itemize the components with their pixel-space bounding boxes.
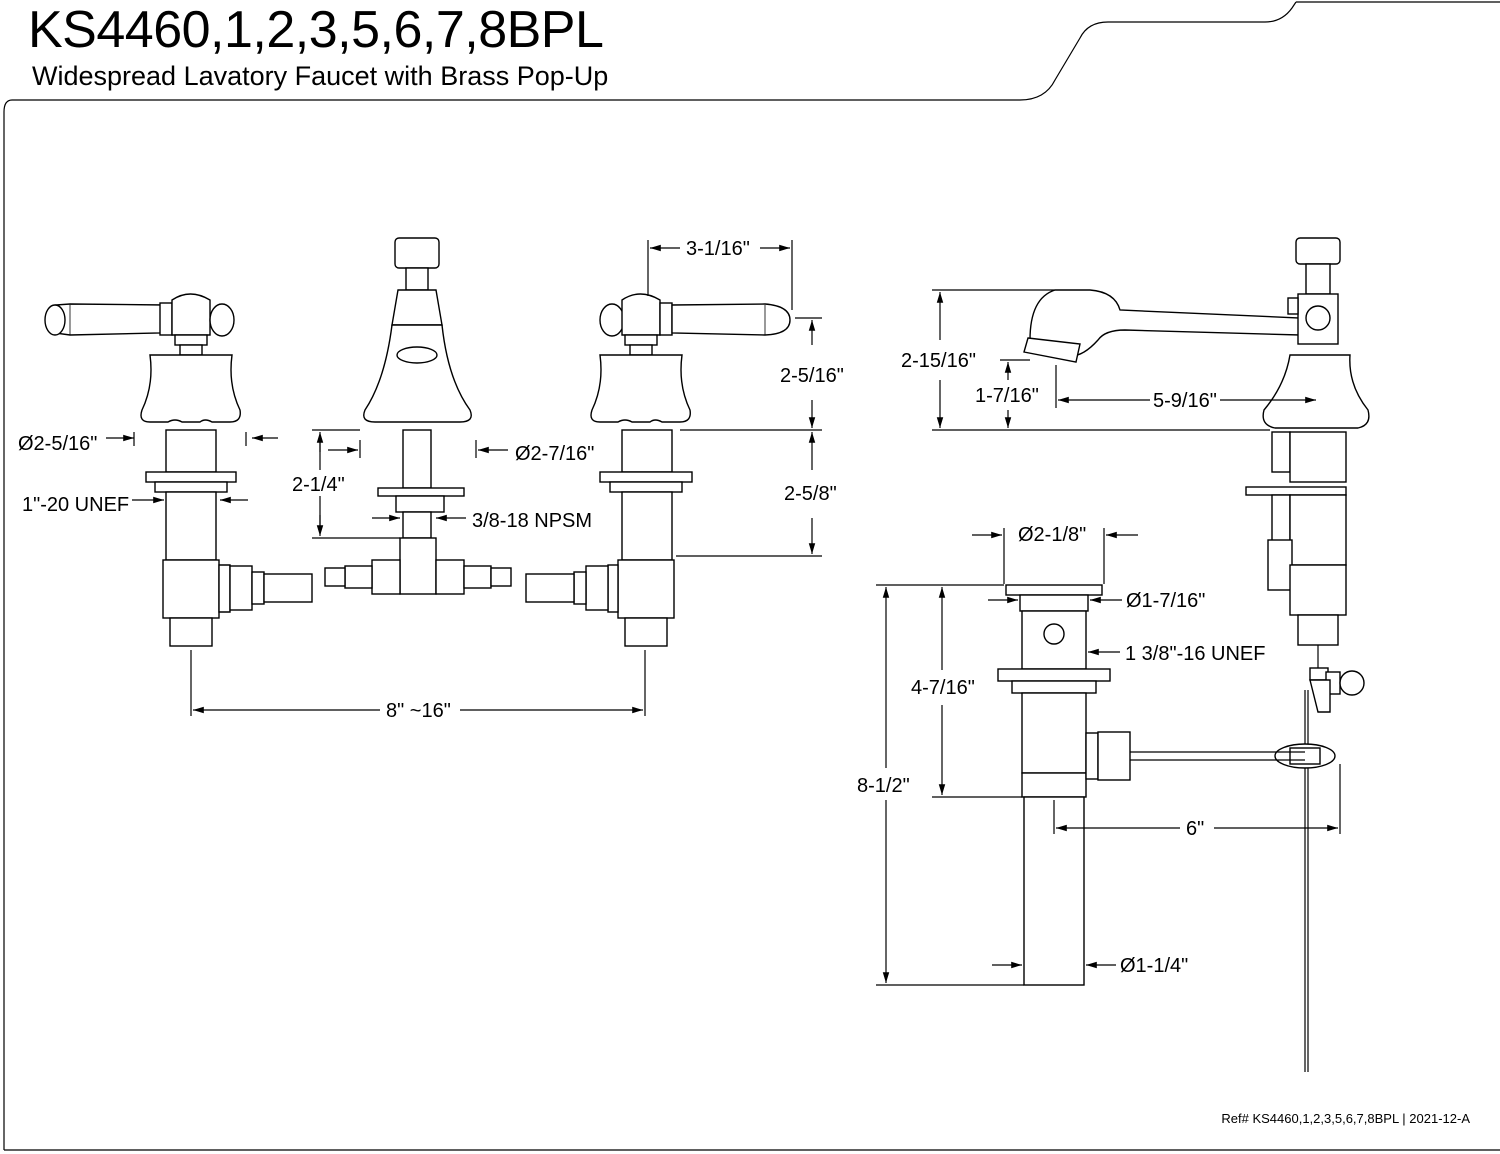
dim-drain-total-length: 8-1/2" bbox=[857, 775, 910, 797]
product-description: Widespread Lavatory Faucet with Brass Po… bbox=[32, 61, 609, 91]
dim-drain-body-length: 4-7/16" bbox=[911, 677, 975, 699]
dim-handle-reach: 3-1/16" bbox=[686, 238, 750, 260]
dim-drain-flange-diameter: Ø2-1/8" bbox=[1018, 524, 1086, 546]
dim-spout-reach: 5-9/16" bbox=[1153, 390, 1217, 412]
dimension-lines bbox=[106, 240, 1341, 986]
dim-spout-thread: 3/8-18 NPSM bbox=[472, 510, 592, 532]
dim-spout-height: 2-15/16" bbox=[901, 350, 976, 372]
left-handle-valve bbox=[44, 293, 313, 647]
model-number-title: KS4460,1,2,3,5,6,7,8BPL bbox=[28, 1, 604, 59]
dim-handle-height: 2-5/16" bbox=[780, 365, 844, 387]
dim-handle-thread: 1"-20 UNEF bbox=[22, 494, 129, 516]
spout-side-view bbox=[1023, 237, 1370, 1072]
dim-spread: 8" ~16" bbox=[386, 700, 451, 722]
dim-handle-diameter: Ø2-5/16" bbox=[18, 433, 97, 455]
dim-drain-stopper-diameter: Ø1-7/16" bbox=[1126, 590, 1205, 612]
dim-shank-length: 2-5/8" bbox=[784, 483, 837, 505]
center-spout-front-view bbox=[324, 237, 512, 595]
dim-spout-base-diameter: Ø2-7/16" bbox=[515, 443, 594, 465]
dim-drain-thread: 1 3/8"-16 UNEF bbox=[1125, 643, 1266, 665]
dim-spout-outlet-height: 1-7/16" bbox=[975, 385, 1039, 407]
reference-number: Ref# KS4460,1,2,3,5,6,7,8BPL | 2021-12-A bbox=[1221, 1111, 1470, 1126]
dim-spout-deck-height: 2-1/4" bbox=[292, 474, 345, 496]
right-handle-valve bbox=[525, 293, 791, 647]
dim-tailpiece-diameter: Ø1-1/4" bbox=[1120, 955, 1188, 977]
drawing-frame bbox=[12, 1, 1297, 101]
dim-pivot-rod-length: 6" bbox=[1186, 818, 1204, 840]
